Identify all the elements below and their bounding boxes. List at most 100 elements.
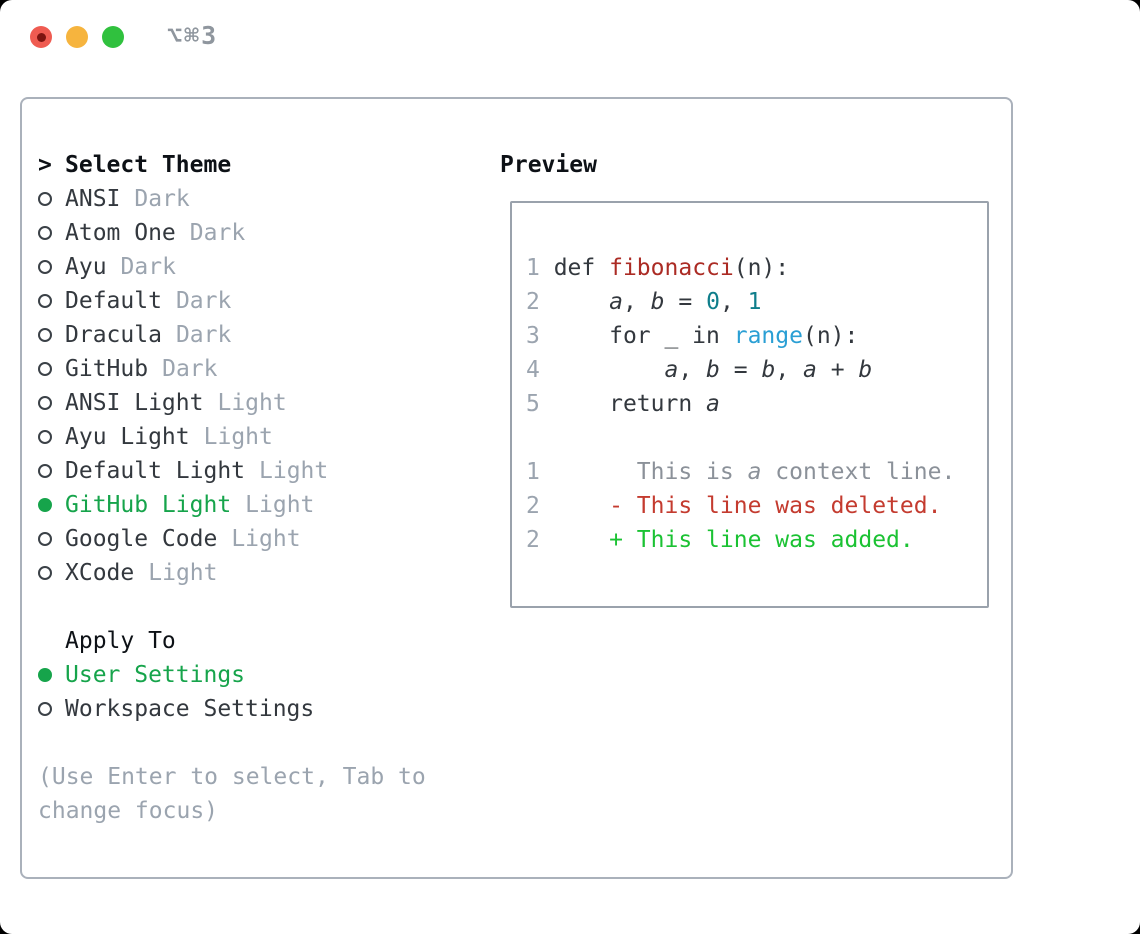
radio-icon	[38, 362, 52, 376]
option-icon-cell	[38, 362, 65, 376]
close-button[interactable]	[30, 26, 52, 48]
token-plain: for _ in	[539, 323, 734, 349]
radio-icon	[38, 294, 52, 308]
preview-line-blank	[526, 421, 955, 455]
option-variant-tag: Light	[245, 492, 315, 518]
preview-line-context: 1 This is a context line.	[526, 455, 955, 489]
select-theme-title: Select Theme	[65, 152, 232, 178]
preview-line-added: 2 + This line was added.	[526, 523, 955, 557]
preview-line-code: 2 a, b = 0, 1	[526, 285, 955, 319]
token-var: a	[664, 357, 679, 383]
option-label: Ayu Light	[65, 424, 190, 450]
preview-line-code: 4 a, b = b, a + b	[526, 353, 955, 387]
token-var: a	[609, 289, 623, 315]
option-variant-tag: Light	[217, 390, 287, 416]
token-plain: ,	[622, 289, 651, 315]
line-number: 1	[526, 255, 540, 281]
token-ctx: This is	[539, 459, 748, 485]
theme-option-ayu-light[interactable]: Ayu Light Light	[38, 420, 440, 454]
apply-to-title: Apply To	[65, 628, 176, 654]
line-number: 3	[526, 323, 540, 349]
token-var: b	[761, 357, 776, 383]
option-label: XCode	[65, 560, 135, 586]
token-num: 0	[706, 289, 720, 315]
option-label: Dracula	[65, 322, 162, 348]
token-plain	[540, 289, 609, 315]
line-number: 2	[526, 493, 540, 519]
token-plain: ,	[775, 357, 804, 383]
close-button-dot-icon	[36, 32, 46, 42]
line-number: 2	[526, 289, 540, 315]
token-plain: ,	[678, 357, 707, 383]
option-variant-tag: Dark	[175, 288, 232, 314]
apply-option-user-settings[interactable]: User Settings	[38, 658, 440, 692]
token-var: b	[706, 357, 720, 383]
option-label: User Settings	[65, 662, 246, 688]
radio-icon	[38, 464, 52, 478]
option-icon-cell	[38, 702, 65, 716]
token-plain: ,	[719, 289, 748, 315]
option-label: Workspace Settings	[65, 696, 315, 722]
token-builtin: range	[733, 323, 803, 349]
option-label: GitHub Light	[65, 492, 232, 518]
option-icon-cell	[38, 668, 65, 682]
option-variant-tag: Dark	[162, 356, 218, 382]
token-plain: (n):	[733, 255, 790, 281]
window-shortcut-label: ⌥⌘3	[167, 21, 219, 50]
preview-line-code: 3 for _ in range(n):	[526, 319, 955, 353]
option-icon-cell	[38, 192, 65, 206]
token-plain: (n):	[802, 323, 859, 349]
preview-line-code: 5 return a	[526, 387, 955, 421]
token-var: b	[858, 357, 873, 383]
select-theme-header: > Select Theme	[38, 148, 440, 182]
radio-selected-icon	[38, 668, 52, 682]
option-label: Ayu	[65, 254, 107, 280]
radio-icon	[38, 226, 52, 240]
radio-icon	[38, 192, 52, 206]
option-label: ANSI Light	[65, 390, 204, 416]
option-icon-cell	[38, 532, 65, 546]
radio-selected-icon	[38, 498, 52, 512]
radio-icon	[38, 702, 52, 716]
option-variant-tag: Dark	[134, 186, 190, 212]
option-icon-cell	[38, 498, 65, 512]
line-number: 4	[526, 357, 540, 383]
theme-option-ansi-light[interactable]: ANSI Light Light	[38, 386, 440, 420]
token-num: 1	[747, 289, 762, 315]
line-number: 1	[526, 459, 540, 485]
option-icon-cell	[38, 430, 65, 444]
option-icon-cell	[38, 396, 65, 410]
option-icon-cell	[38, 226, 65, 240]
preview-title: Preview	[500, 152, 597, 178]
theme-option-github-light[interactable]: GitHub Light Light	[38, 488, 440, 522]
token-var: b	[650, 289, 665, 315]
option-variant-tag: Light	[203, 424, 273, 450]
option-icon-cell	[38, 260, 65, 274]
titlebar: ⌥⌘3	[0, 0, 1140, 97]
option-label: Default Light	[65, 458, 246, 484]
line-number: 2	[526, 527, 540, 553]
maximize-button[interactable]	[102, 26, 124, 48]
token-add: + This line was added.	[539, 527, 914, 553]
preview-line-deleted: 2 - This line was deleted.	[526, 489, 955, 523]
preview-line-code: 1 def fibonacci(n):	[526, 251, 955, 285]
token-var: a	[803, 357, 817, 383]
minimize-button[interactable]	[66, 26, 88, 48]
apply-option-workspace-settings[interactable]: Workspace Settings	[38, 692, 440, 726]
radio-icon	[38, 328, 52, 342]
